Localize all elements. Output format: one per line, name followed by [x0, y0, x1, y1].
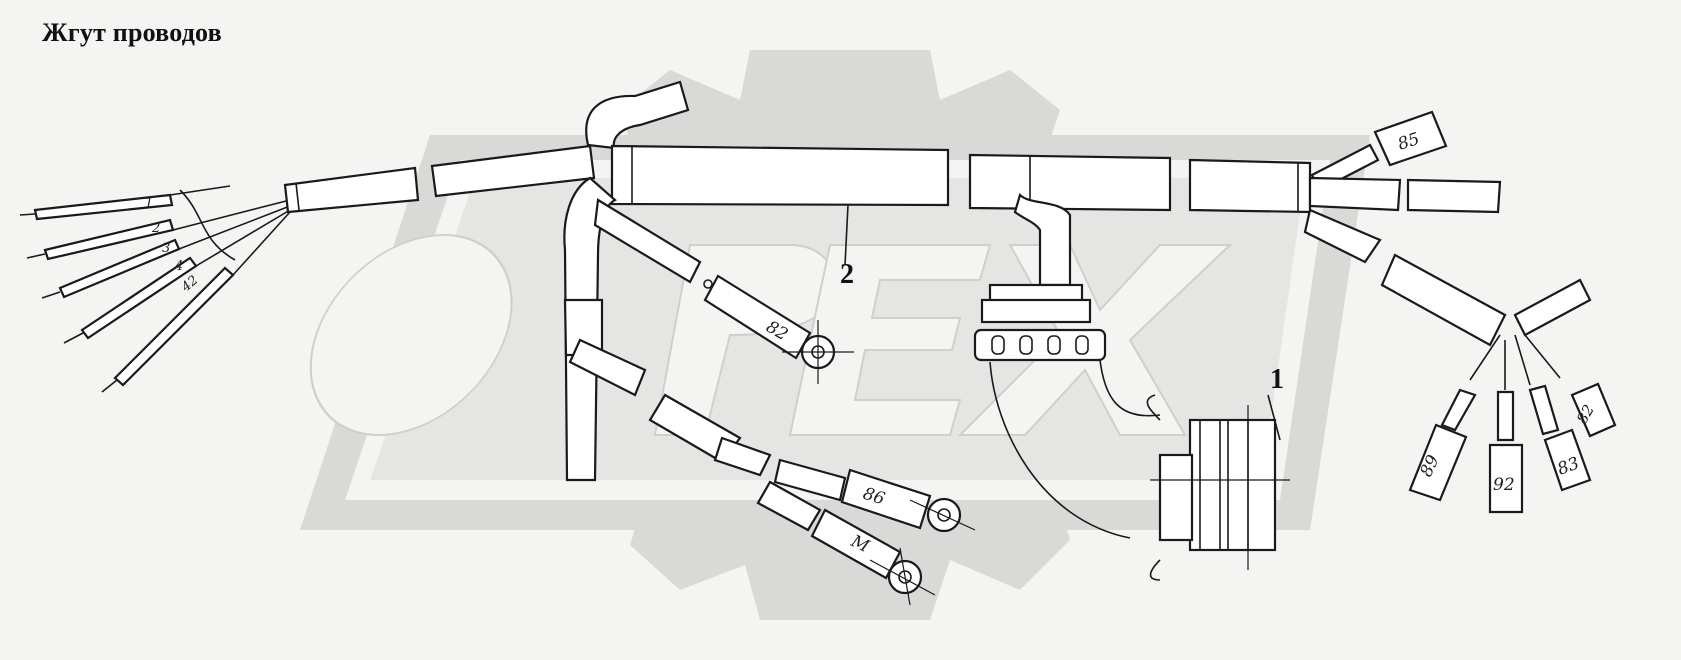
connector-1: [1146, 394, 1290, 581]
loop-top: [585, 80, 690, 150]
lower-branch: 86 M: [563, 298, 976, 606]
lower-wire-M: [756, 480, 822, 532]
wire-89: [1440, 388, 1477, 432]
callout-2: 2: [840, 259, 854, 290]
trunk-segment-main: [610, 144, 950, 207]
right-branch-long: [1380, 253, 1507, 347]
terminal-82b-sleeve: [1570, 382, 1617, 438]
branch-to-82: [593, 198, 702, 284]
right-trunk-continue: [1308, 176, 1402, 212]
wire-42: [113, 266, 235, 387]
terminal-92-sleeve: [1488, 443, 1524, 514]
right-branch-stub: [1513, 278, 1592, 337]
terminal-82-sleeve: [703, 274, 812, 360]
wire-83: [1528, 384, 1560, 436]
terminal-89-sleeve: [1408, 423, 1468, 502]
label-wire-4: 4: [174, 259, 183, 274]
label-wire-1: 1: [145, 196, 153, 211]
wire-92: [1496, 390, 1515, 442]
trunk-segment-right-a: [968, 153, 1172, 212]
lower-branch-arm: [568, 338, 647, 397]
trunk-segment-right-b: [1188, 158, 1312, 214]
terminal-83-sleeve: [1543, 428, 1592, 492]
right-trunk-end: [1406, 178, 1502, 214]
trunk-segment-mid: [430, 144, 596, 198]
terminal-82-lug: 82: [703, 274, 854, 384]
left-wire-fanout: 1 2 3 4 42: [19, 185, 291, 393]
right-branch-down: [1303, 208, 1382, 264]
terminal-86-sleeve: [840, 468, 932, 530]
terminal-86-ring: [926, 497, 962, 533]
label-wire-3: 3: [162, 241, 170, 256]
wire-1: [33, 193, 174, 221]
terminal-M-sleeve: [810, 508, 902, 580]
watermark-letters: [309, 234, 1233, 436]
callout-1: 1: [1270, 364, 1284, 395]
lower-wire-86: [773, 458, 847, 502]
middle-connector-assembly: 1: [973, 192, 1290, 581]
right-wire-branches: 85 89 92 83 82: [1303, 110, 1617, 514]
label-terminal-92: 92: [1493, 475, 1515, 495]
page-title: Жгут проводов: [42, 18, 222, 47]
lower-branch-split: [713, 436, 772, 477]
label-wire-2: 2: [151, 221, 160, 236]
trunk-segment-left: [283, 166, 420, 214]
terminal-85-sleeve: [1373, 110, 1448, 167]
plug-body: [973, 328, 1107, 362]
